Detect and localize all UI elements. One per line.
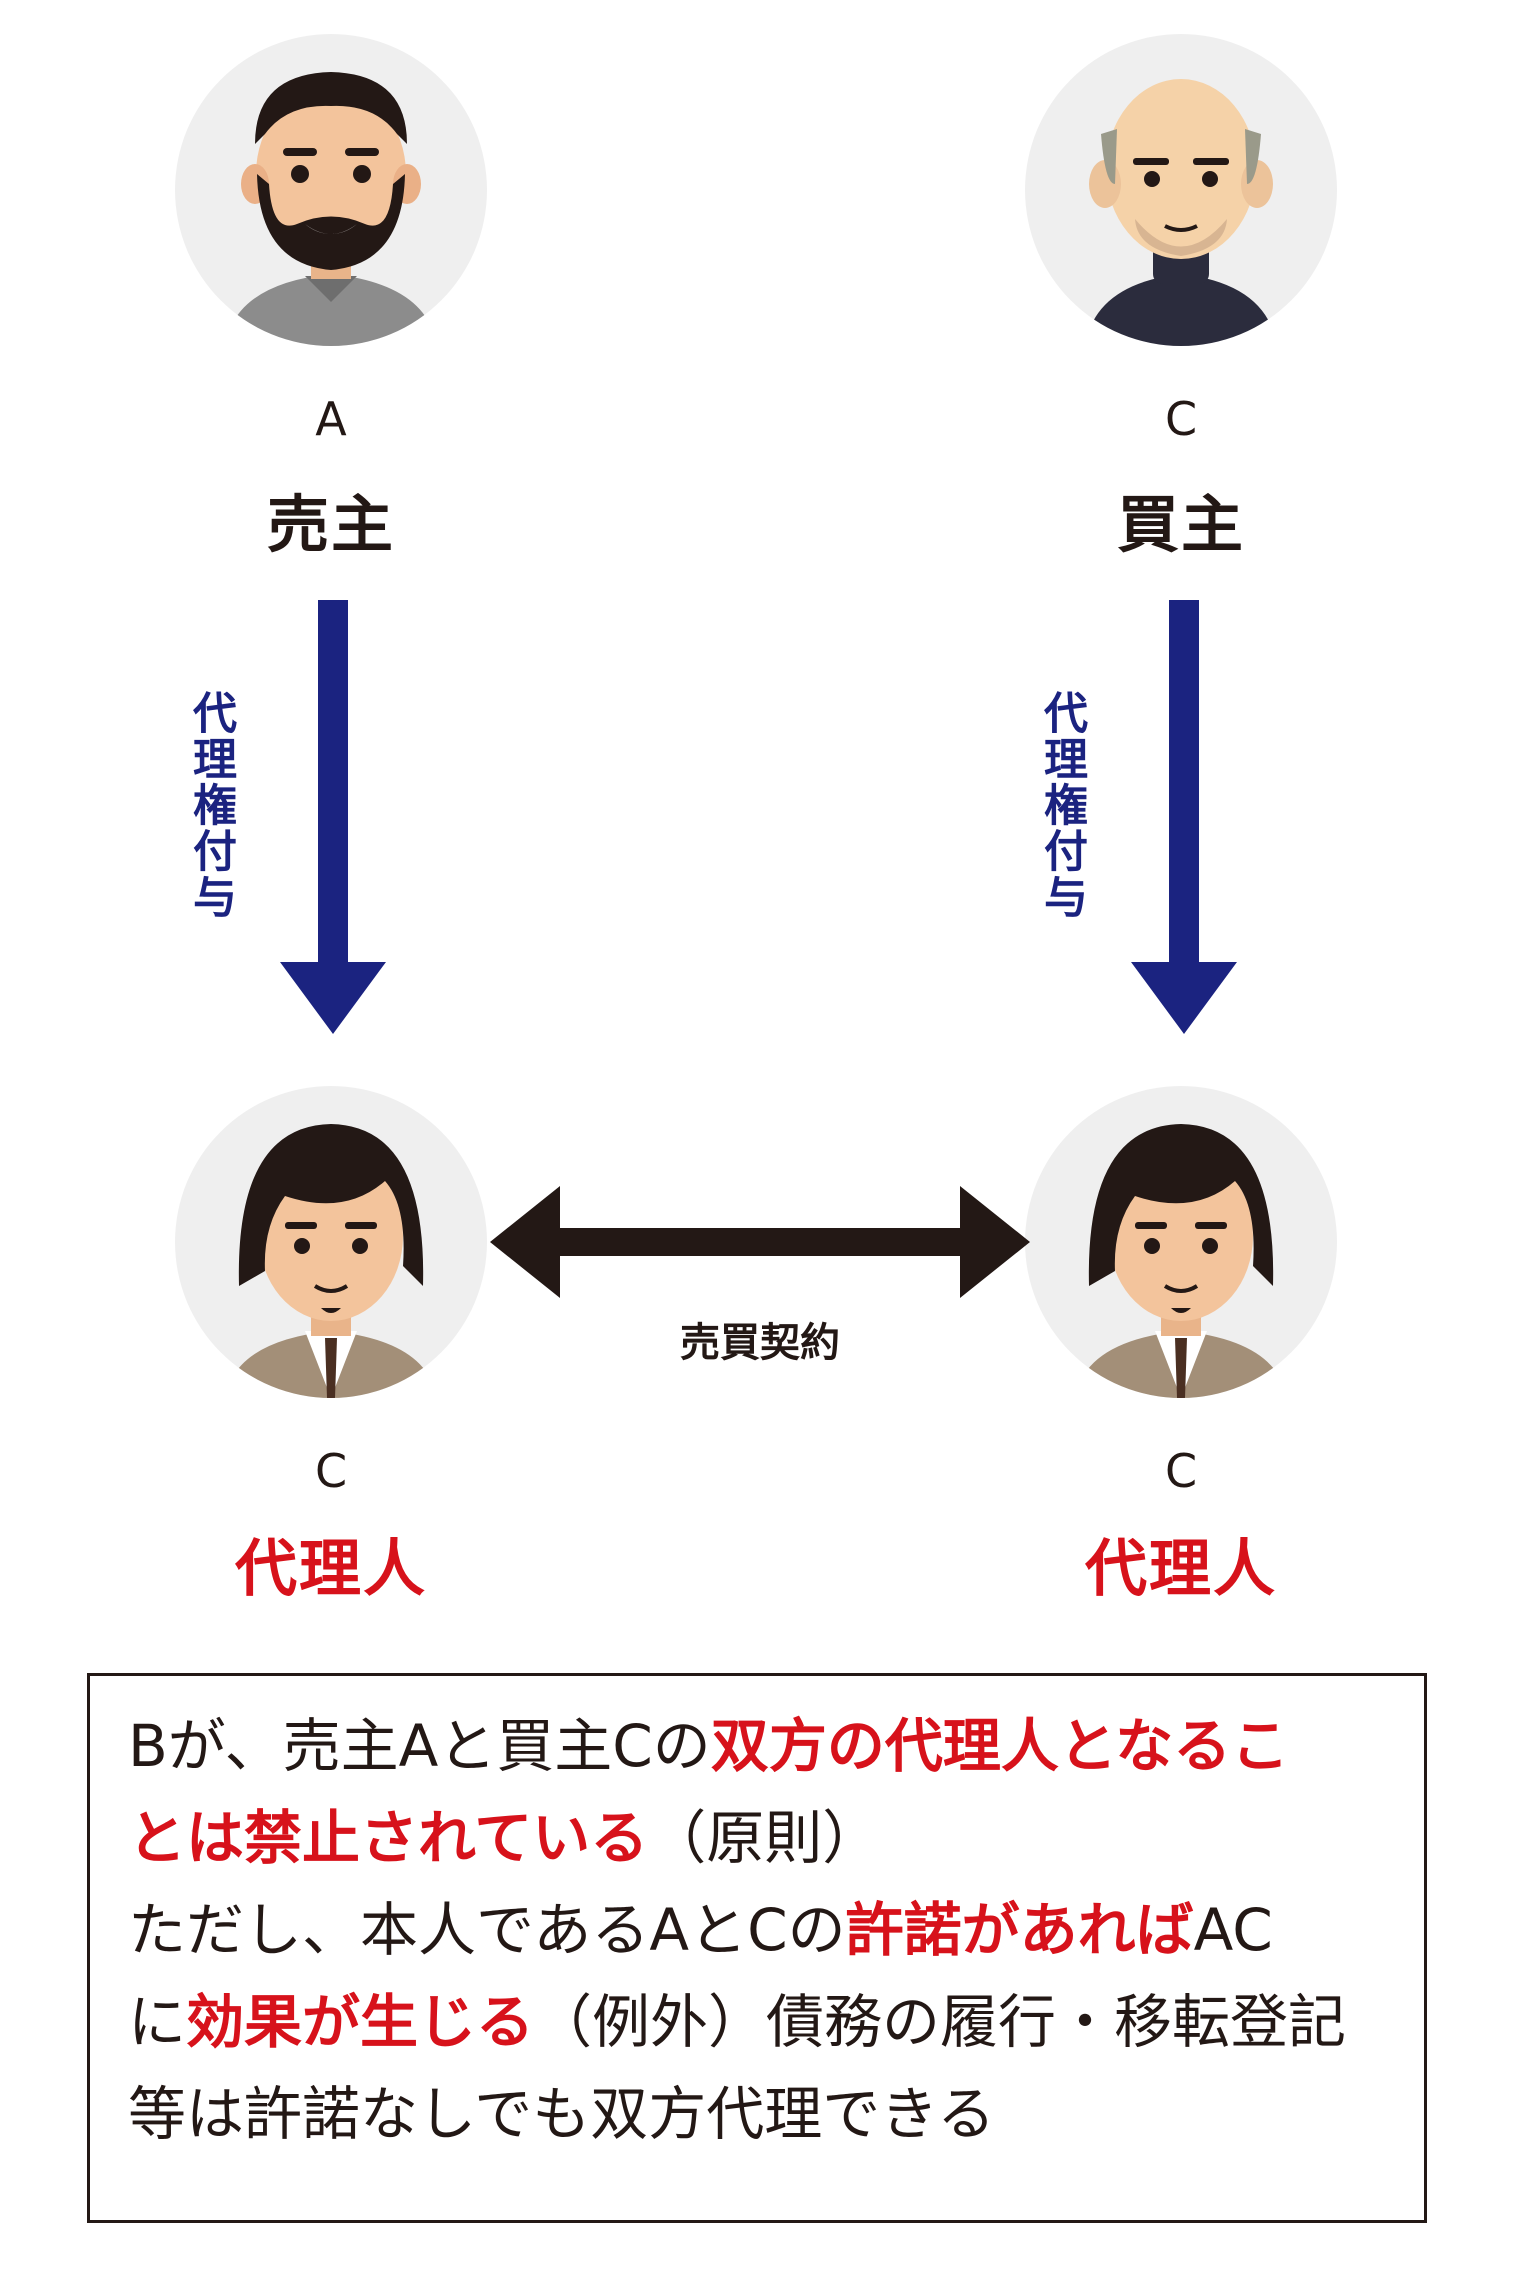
seller-avatar (175, 34, 487, 346)
explanation-text-span: 等は許諾なしでも双方代理できる (128, 2080, 996, 2148)
contract-double-arrow (490, 1186, 1030, 1298)
buyer-avatar (1025, 34, 1337, 346)
seller-role-label: 売主 (266, 488, 395, 561)
agent-left-letter: C (314, 1444, 348, 1498)
explanation-text-span: AC (1193, 1896, 1273, 1964)
authority-arrow-right (1131, 600, 1237, 1034)
contract-label: 売買契約 (680, 1320, 840, 1366)
explanation-text-span: に (128, 1988, 187, 2056)
authority-label-left: 代理権付与 (185, 690, 236, 920)
explanation-emphasis-span: 許諾があれば (845, 1896, 1194, 1964)
explanation-line-4: に効果が生じる（例外）債務の履行・移転登記 (128, 1976, 1398, 2068)
explanation-emphasis-span: 効果が生じる (186, 1988, 535, 2056)
buyer-letter: C (1164, 392, 1198, 446)
explanation-emphasis-span: 双方の代理人となるこ (710, 1712, 1290, 1780)
explanation-box (87, 1673, 1427, 2223)
agent-left-avatar (175, 1086, 487, 1398)
agent-right-letter: C (1164, 1444, 1198, 1498)
explanation-line-5: 等は許諾なしでも双方代理できる (128, 2068, 1398, 2160)
agent-left-role-label: 代理人 (234, 1532, 427, 1605)
agent-right-role-label: 代理人 (1084, 1532, 1277, 1605)
explanation-text-span: （原則） (648, 1804, 881, 1872)
seller-letter: A (315, 392, 347, 446)
agent-right-avatar (1025, 1086, 1337, 1398)
explanation-emphasis-span: とは禁止されている (128, 1804, 649, 1872)
authority-arrow-left (280, 600, 386, 1034)
explanation-text-span: ただし、本人であるAとCの (128, 1896, 846, 1964)
explanation-line-2: とは禁止されている（原則） (128, 1792, 1398, 1884)
authority-label-right: 代理権付与 (1036, 690, 1087, 920)
explanation-line-3: ただし、本人であるAとCの許諾があればAC (128, 1884, 1398, 1976)
explanation-line-1: Bが、売主Aと買主Cの双方の代理人となるこ (128, 1700, 1398, 1792)
explanation-text-span: （例外）債務の履行・移転登記 (534, 1988, 1347, 2056)
explanation-text: Bが、売主Aと買主Cの双方の代理人となるこ とは禁止されている（原則） ただし、… (128, 1700, 1398, 2160)
buyer-role-label: 買主 (1116, 488, 1245, 561)
explanation-text-span: Bが、売主Aと買主Cの (128, 1712, 711, 1780)
